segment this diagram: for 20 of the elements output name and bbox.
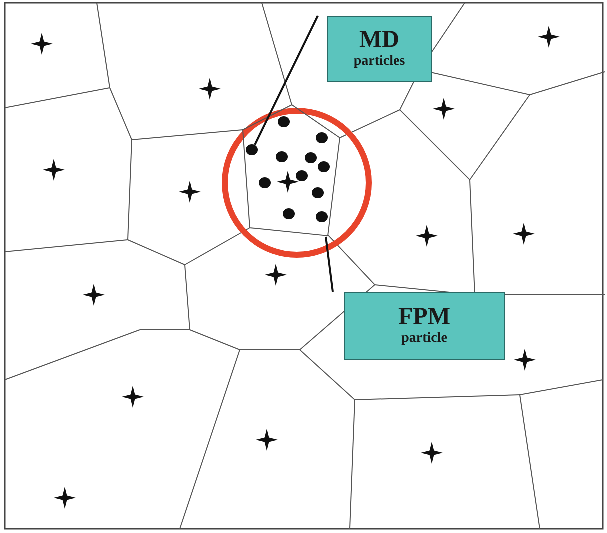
particle-dot [305, 152, 317, 164]
callout-subtitle: particle [402, 330, 448, 348]
callout-title: FPM [398, 304, 450, 330]
particle-dot [318, 162, 330, 172]
particle-dot [316, 212, 328, 222]
particle-dot [316, 132, 328, 144]
particle-dot [283, 208, 295, 220]
particle-dot [296, 170, 308, 182]
callout-subtitle: particles [354, 53, 406, 71]
particle-dot [278, 116, 290, 128]
particle-dot [259, 178, 271, 188]
leader-line [325, 236, 334, 292]
callout-box [344, 292, 505, 360]
fpm-cell [242, 104, 341, 237]
leader-line [254, 16, 319, 146]
particle-dot [276, 152, 288, 162]
callout-title: MD [360, 27, 400, 53]
particle-dot [312, 188, 324, 198]
callout-box [327, 16, 432, 82]
particle-dot [246, 144, 258, 156]
